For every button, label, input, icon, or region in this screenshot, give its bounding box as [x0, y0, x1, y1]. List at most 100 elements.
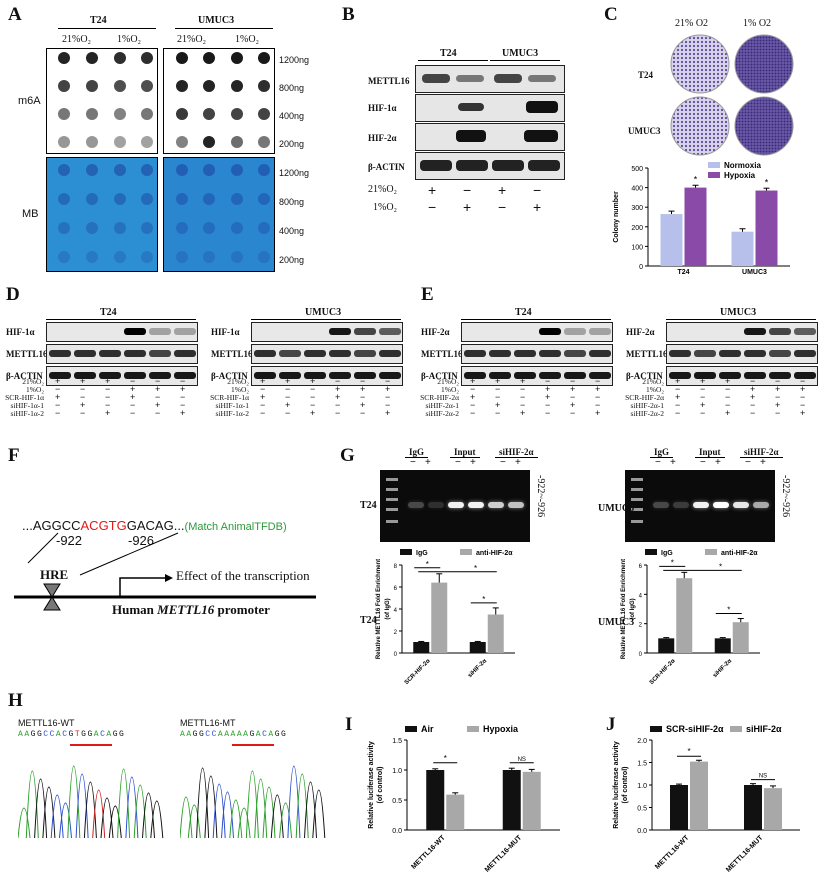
band	[794, 372, 816, 379]
row-label: m6A	[18, 95, 41, 107]
blot-strip	[46, 344, 198, 364]
amount-label: 400ng	[279, 226, 305, 236]
band	[464, 372, 486, 379]
base: A	[255, 730, 263, 739]
trace-peak	[150, 800, 164, 839]
mb-dot	[141, 222, 153, 234]
treat-sign: −	[155, 408, 161, 418]
treat-sign: −	[285, 392, 291, 402]
treat-sign: −	[520, 384, 526, 394]
base: G	[30, 730, 37, 739]
treat-sign: +	[520, 408, 526, 418]
ladder-band	[386, 508, 398, 511]
m6a-dot	[203, 136, 215, 148]
treat-sign: +	[570, 384, 576, 394]
band	[464, 350, 486, 357]
base: C	[211, 730, 218, 739]
trace-peak	[25, 770, 39, 839]
significance-mark: *	[426, 560, 429, 569]
legend-label: anti-HIF-2α	[476, 550, 513, 557]
bar	[732, 622, 749, 653]
m6a-dot	[203, 80, 215, 92]
base: G	[119, 730, 126, 739]
treat-sign: +	[260, 376, 266, 386]
blot-strip	[415, 123, 565, 151]
y-tick-label: 400	[631, 186, 643, 193]
band	[744, 328, 766, 335]
protein-label: HIF-2α	[421, 327, 450, 337]
treat-sign: +	[775, 400, 781, 410]
trace-peak	[237, 807, 251, 839]
trace-peak	[133, 784, 147, 839]
y-tick-label: 1.0	[637, 783, 647, 790]
y-axis-label: Relative METTL16 Fold Enrichment(of IgG)	[621, 559, 636, 659]
trace-peak	[229, 799, 243, 839]
significance-mark: NS	[759, 774, 767, 780]
base: A	[106, 730, 113, 739]
treat-sign: +	[570, 400, 576, 410]
protein-label: METTL16	[421, 349, 463, 359]
band	[744, 350, 766, 357]
bar	[714, 638, 731, 653]
effect-label: Effect of the transcription	[176, 568, 310, 583]
treat-sign: +	[675, 392, 681, 402]
base: G	[198, 730, 206, 739]
treatment-label: siHIF-1α-2	[10, 409, 44, 418]
base: A	[224, 730, 231, 739]
blot-strip	[251, 366, 403, 386]
blot-title: UMUC3	[305, 307, 342, 318]
lane-sign: +	[670, 457, 676, 468]
lane-sign: +	[715, 457, 721, 468]
blot-strip	[415, 152, 565, 180]
treat-sign: −	[800, 400, 806, 410]
band	[329, 372, 351, 379]
legend-label: IgG	[661, 550, 673, 557]
m6a-dot	[141, 136, 153, 148]
pcr-band	[468, 502, 484, 508]
band	[769, 328, 791, 335]
m6a-dot	[86, 136, 98, 148]
treat-sign: +	[180, 384, 186, 394]
treat-sign: −	[260, 408, 266, 418]
treat-sign: −	[700, 392, 706, 402]
band	[49, 372, 71, 379]
mb-dot	[58, 193, 70, 205]
condition-label: 21%O₂	[62, 34, 92, 45]
treat-sign: −	[675, 400, 681, 410]
protein-label: HIF-1α	[6, 327, 35, 337]
treat-sign: +	[285, 400, 291, 410]
treat-sign: −	[180, 400, 186, 410]
colony-plate	[670, 34, 730, 94]
treat-sign: −	[725, 384, 731, 394]
lane-sign: −	[700, 457, 706, 468]
treatment-label: siHIF-1α-2	[215, 409, 249, 418]
mb-dot-blot-umuc3	[163, 157, 275, 272]
y-tick-label: 0	[639, 652, 643, 658]
treat-sign: −	[700, 384, 706, 394]
band	[564, 372, 586, 379]
band	[99, 350, 121, 357]
base: C	[100, 730, 107, 739]
treat-sign: +	[180, 408, 186, 418]
cell-label: T24	[360, 615, 377, 626]
band	[329, 328, 351, 335]
panel-a: A T24 UMUC3 21%O₂ 1%O₂ 21%O₂ 1%O₂ m6A MB…	[0, 0, 320, 280]
treat-sign: +	[155, 384, 161, 394]
y-tick-label: 4	[639, 593, 643, 599]
treat-sign: +	[775, 384, 781, 394]
bar	[744, 785, 762, 830]
protein-label: β-ACTIN	[211, 371, 248, 381]
row-label: T24	[638, 70, 654, 80]
treatment-label: 21%O₂	[227, 377, 249, 386]
condition-label: 1%O₂	[235, 34, 260, 45]
base: G	[81, 730, 88, 739]
treat-sign: −	[335, 408, 341, 418]
treat-sign: +	[545, 392, 551, 402]
mb-dot	[114, 164, 126, 176]
treat-sign: −	[533, 182, 542, 198]
y-tick-label: 300	[631, 205, 643, 212]
treat-sign: −	[155, 392, 161, 402]
